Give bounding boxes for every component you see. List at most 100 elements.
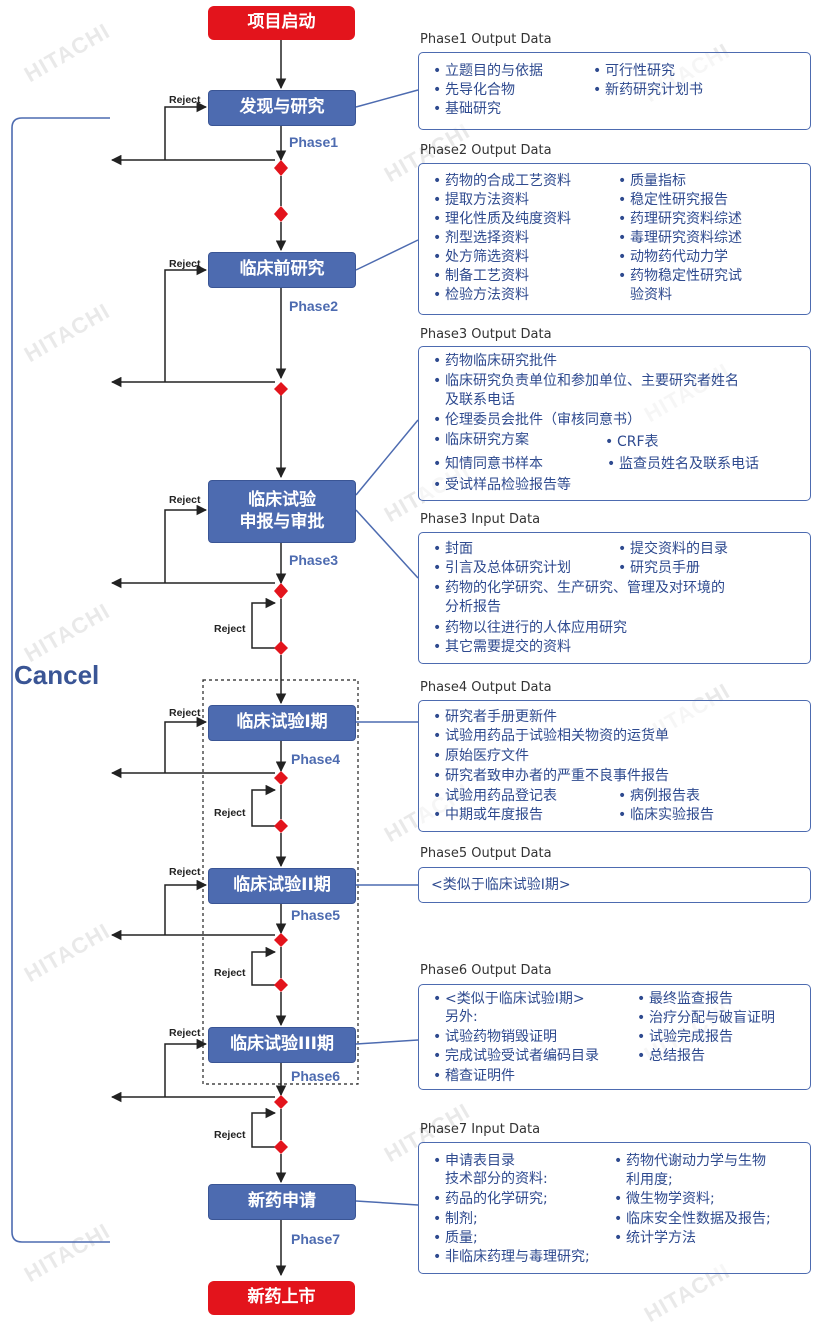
list-item: 研究员手册: [618, 560, 700, 577]
reject-label: Reject: [214, 623, 246, 635]
list-item: 质量;: [433, 1230, 478, 1247]
list-item: 微生物学资料;: [614, 1191, 715, 1208]
list-item: 稳定性研究报告: [618, 192, 728, 209]
phase4-output-box: 研究者手册更新件 试验用药品于试验相关物资的运货单 原始医疗文件 研究者致申办者…: [418, 700, 811, 832]
phase1-output-title: Phase1 Output Data: [420, 32, 552, 47]
list-item: 总结报告: [637, 1048, 705, 1065]
cancel-label: Cancel: [14, 660, 100, 690]
node-trial-application: 临床试验 申报与审批: [208, 480, 356, 543]
list-item: <类似于临床试验I期>: [431, 877, 571, 893]
list-item: 非临床药理与毒理研究;: [433, 1249, 590, 1266]
list-item-continuation: 验资料: [630, 287, 672, 303]
list-item: 可行性研究: [593, 63, 675, 80]
list-item: 动物药代动力学: [618, 249, 728, 266]
list-item: 最终监查报告: [637, 991, 733, 1008]
list-item: 临床研究方案: [433, 432, 529, 449]
list-item-continuation: 利用度;: [626, 1172, 673, 1188]
phase3-output-box: 药物临床研究批件 临床研究负责单位和参加单位、主要研究者姓名 及联系电话 伦理委…: [418, 346, 811, 501]
list-item: 研究者致申办者的严重不良事件报告: [433, 768, 669, 785]
list-item: 试验药物销毁证明: [433, 1029, 557, 1046]
list-item: 封面: [433, 541, 473, 558]
list-item-continuation: 分析报告: [445, 599, 501, 615]
list-item: 先导化合物: [433, 82, 515, 99]
phase4-output-title: Phase4 Output Data: [420, 680, 552, 695]
phase-label: Phase6: [291, 1068, 341, 1084]
list-item: 检验方法资料: [433, 287, 529, 304]
list-item: 药物代谢动力学与生物: [614, 1153, 766, 1170]
list-item: 试验用药品于试验相关物资的运货单: [433, 728, 669, 745]
list-item: 药物的合成工艺资料: [433, 173, 571, 190]
phase6-output-box: <类似于临床试验I期> 最终监查报告 另外: 治疗分配与破盲证明 试验药物销毁证…: [418, 984, 811, 1090]
reject-label: Reject: [169, 866, 201, 878]
list-item: 稽查证明件: [433, 1068, 515, 1085]
node-discovery: 发现与研究: [208, 90, 356, 126]
phase7-input-box: 申请表目录 药物代谢动力学与生物 技术部分的资料: 利用度; 药品的化学研究; …: [418, 1142, 811, 1274]
list-item: 统计学方法: [614, 1230, 696, 1247]
list-item: 新药研究计划书: [593, 82, 703, 99]
list-item: 药品的化学研究;: [433, 1191, 548, 1208]
list-item: 处方筛选资料: [433, 249, 529, 266]
phase-label: Phase4: [291, 751, 341, 767]
list-item: 药物稳定性研究试: [618, 268, 742, 285]
list-item: 研究者手册更新件: [433, 709, 557, 726]
list-item: 药物以往进行的人体应用研究: [433, 620, 627, 637]
list-item: 申请表目录: [433, 1153, 515, 1170]
list-item-continuation: 技术部分的资料:: [445, 1171, 548, 1187]
reject-label: Reject: [169, 494, 201, 506]
node-trial-2: 临床试验II期: [208, 868, 356, 904]
list-item: 治疗分配与破盲证明: [637, 1010, 775, 1027]
node-trial-application-line1: 临床试验: [248, 490, 316, 511]
phase6-output-title: Phase6 Output Data: [420, 963, 552, 978]
phase3-input-box: 封面 提交资料的目录 引言及总体研究计划 研究员手册 药物的化学研究、生产研究、…: [418, 532, 811, 664]
list-item: 制备工艺资料: [433, 268, 529, 285]
list-item: 临床实验报告: [618, 807, 714, 824]
phase-label: Phase3: [289, 552, 339, 568]
reject-label: Reject: [169, 707, 201, 719]
node-trial-1: 临床试验I期: [208, 705, 356, 741]
list-item: 监查员姓名及联系电话: [607, 456, 759, 473]
list-item: 病例报告表: [618, 788, 700, 805]
reject-label: Reject: [214, 967, 246, 979]
reject-label: Reject: [169, 258, 201, 270]
list-item: 试验用药品登记表: [433, 788, 557, 805]
phase1-output-box: 立题目的与依据 可行性研究 先导化合物 新药研究计划书 基础研究: [418, 52, 811, 130]
list-item: 伦理委员会批件（审核同意书）: [433, 412, 641, 429]
list-item: 基础研究: [433, 101, 501, 118]
list-item: 完成试验受试者编码目录: [433, 1048, 599, 1065]
list-item: 质量指标: [618, 173, 686, 190]
list-item: 知情同意书样本: [433, 456, 543, 473]
list-item: 临床安全性数据及报告;: [614, 1211, 771, 1228]
phase-label: Phase5: [291, 907, 341, 923]
node-launch: 新药上市: [208, 1281, 355, 1315]
phase5-output-box: <类似于临床试验I期>: [418, 867, 811, 903]
node-nda: 新药申请: [208, 1184, 356, 1220]
reject-label: Reject: [169, 94, 201, 106]
reject-label: Reject: [214, 807, 246, 819]
list-item: <类似于临床试验I期>: [433, 991, 585, 1008]
list-item: CRF表: [605, 434, 658, 451]
list-item: 剂型选择资料: [433, 230, 529, 247]
phase2-output-box: 药物的合成工艺资料 质量指标 提取方法资料 稳定性研究报告 理化性质及纯度资料 …: [418, 163, 811, 315]
list-item: 立题目的与依据: [433, 63, 543, 80]
reject-label: Reject: [169, 1027, 201, 1039]
list-item: 试验完成报告: [637, 1029, 733, 1046]
list-item: 理化性质及纯度资料: [433, 211, 571, 228]
list-item: 提取方法资料: [433, 192, 529, 209]
phase-label: Phase7: [291, 1231, 341, 1247]
node-trial-application-line2: 申报与审批: [239, 511, 325, 532]
phase5-output-title: Phase5 Output Data: [420, 846, 552, 861]
phase3-output-title: Phase3 Output Data: [420, 327, 552, 342]
list-item-continuation: 及联系电话: [445, 392, 515, 408]
phase7-input-title: Phase7 Input Data: [420, 1122, 541, 1137]
node-start: 项目启动: [208, 6, 355, 40]
phase-label: Phase2: [289, 298, 339, 314]
list-item: 临床研究负责单位和参加单位、主要研究者姓名: [433, 373, 739, 390]
list-item: 药理研究资料综述: [618, 211, 742, 228]
reject-label: Reject: [214, 1129, 246, 1141]
list-item: 中期或年度报告: [433, 807, 543, 824]
list-item: 药物临床研究批件: [433, 353, 557, 370]
list-item: 毒理研究资料综述: [618, 230, 742, 247]
list-item: 原始医疗文件: [433, 748, 529, 765]
phase2-output-title: Phase2 Output Data: [420, 143, 552, 158]
list-item: 其它需要提交的资料: [433, 639, 571, 656]
